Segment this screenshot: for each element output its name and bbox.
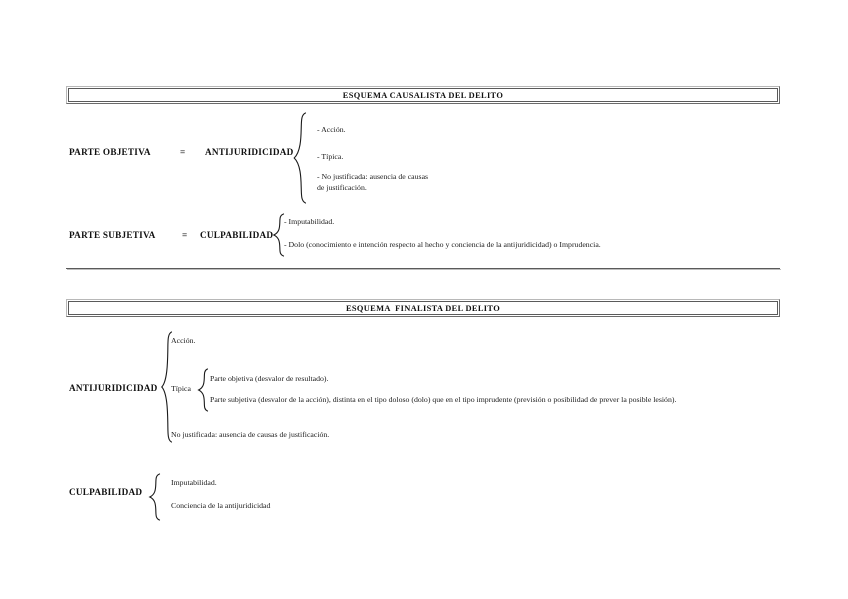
brace-culpabilidad-finalista [148, 473, 162, 521]
item-accion-causalista: - Acción. [317, 125, 346, 134]
label-tipica-finalista: Típica [171, 384, 191, 393]
section-header-causalista-title: ESQUEMA CAUSALISTA DEL DELITO [342, 90, 504, 100]
label-antijuridicidad-causalista: ANTIJURIDICIDAD [205, 147, 294, 157]
label-culpabilidad-causalista: CULPABILIDAD [200, 230, 274, 240]
label-parte-subjetiva: PARTE SUBJETIVA [69, 230, 156, 240]
item-tipica-causalista: - Típica. [317, 152, 344, 161]
label-culpabilidad-finalista: CULPABILIDAD [69, 487, 143, 497]
label-parte-objetiva: PARTE OBJETIVA [69, 147, 151, 157]
brace-antijuridicidad-causalista [292, 112, 308, 204]
section-divider [66, 268, 781, 271]
item-no-justificada-causalista: - No justificada: ausencia de causas de … [317, 172, 429, 192]
item-dolo-causalista: - Dolo (conocimiento e intención respect… [284, 240, 601, 249]
section-header-finalista: ESQUEMA FINALISTA DEL DELITO [66, 299, 780, 317]
divider-line-light [67, 269, 781, 270]
item-imputabilidad-causalista: - Imputabilidad. [284, 217, 335, 226]
item-conciencia-antijuridicidad-finalista: Conciencia de la antijuridicidad [171, 501, 271, 510]
section-header-finalista-title: ESQUEMA FINALISTA DEL DELITO [345, 303, 501, 313]
item-imputabilidad-finalista: Imputabilidad. [171, 478, 217, 487]
section-header-causalista: ESQUEMA CAUSALISTA DEL DELITO [66, 86, 780, 104]
item-accion-finalista: Acción. [171, 336, 196, 345]
equals-sign-parte-subjetiva: = [182, 230, 188, 240]
section-header-causalista-inner: ESQUEMA CAUSALISTA DEL DELITO [68, 88, 778, 102]
brace-tipica-finalista [197, 368, 210, 412]
divider-line-dark [66, 268, 780, 269]
equals-sign-parte-objetiva: = [180, 147, 186, 157]
item-no-justificada-finalista: No justificada: ausencia de causas de ju… [171, 430, 330, 439]
item-parte-objetiva-finalista: Parte objetiva (desvalor de resultado). [210, 374, 329, 383]
section-header-finalista-inner: ESQUEMA FINALISTA DEL DELITO [68, 301, 778, 315]
label-antijuridicidad-finalista: ANTIJURIDICIDAD [69, 383, 158, 393]
item-parte-subjetiva-finalista: Parte subjetiva (desvalor de la acción),… [210, 395, 677, 404]
